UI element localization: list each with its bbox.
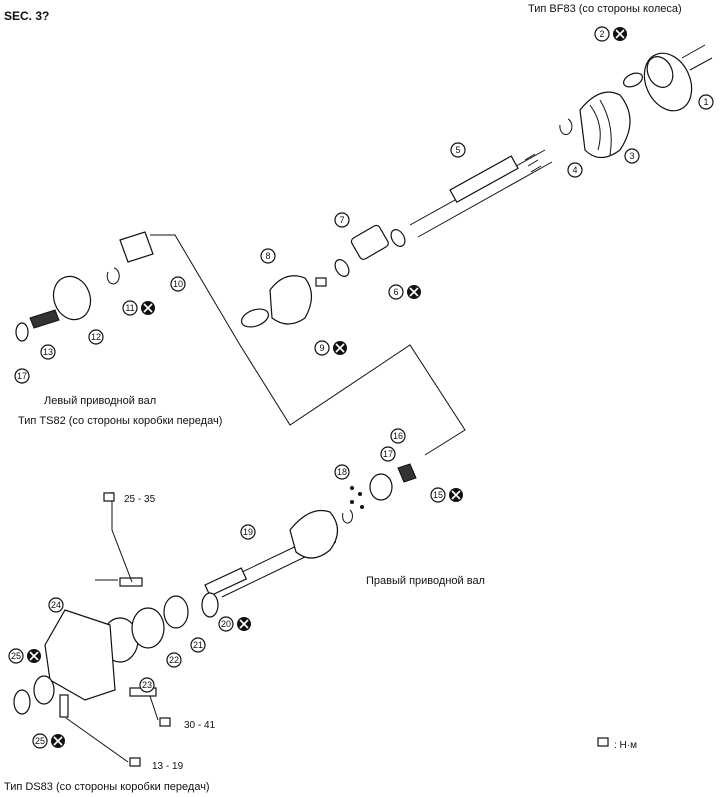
callout-circle — [139, 677, 155, 693]
title-wheel-side: Тип BF83 (со стороны колеса) — [528, 3, 682, 15]
callout-number: 3 — [629, 151, 634, 161]
callout-circle — [594, 26, 610, 42]
callout-group: 1234567891011121317151617181920212223242… — [8, 26, 714, 749]
callout-number: 13 — [43, 347, 53, 357]
callout-number: 5 — [455, 145, 460, 155]
replace-marker-cross — [451, 490, 461, 500]
callout-circle — [334, 212, 350, 228]
torque-wrench-icon — [129, 757, 141, 767]
callout-number: 23 — [142, 680, 152, 690]
callout-circle — [260, 248, 276, 264]
title-left-shaft: Левый приводной вал — [44, 395, 156, 407]
callout-circle — [430, 487, 446, 503]
callout-number: 1 — [703, 97, 708, 107]
callout-circle — [14, 368, 30, 384]
callout-circle — [698, 94, 714, 110]
callout-circle — [334, 464, 350, 480]
callout-number: 19 — [243, 527, 253, 537]
replace-marker-cross — [615, 29, 625, 39]
callout-circle — [166, 652, 182, 668]
callout-number: 6 — [393, 287, 398, 297]
replace-marker-cross — [239, 619, 249, 629]
callout-number: 17 — [17, 371, 27, 381]
callout-number: 21 — [193, 640, 203, 650]
callout-number: 11 — [125, 303, 134, 313]
callout-circle — [218, 616, 234, 632]
upper-assembly — [15, 44, 713, 456]
callout-number: 25 — [11, 651, 21, 661]
torque-labels: 25 - 35 30 - 41 13 - 19 : Н·м — [103, 492, 637, 772]
callout-number: 20 — [221, 619, 231, 629]
callout-circle — [390, 428, 406, 444]
callout-number: 8 — [265, 251, 270, 261]
callout-circle — [624, 148, 640, 164]
replace-marker-cross — [335, 343, 345, 353]
replace-marker-cross — [143, 303, 153, 313]
callout-number: 9 — [319, 343, 324, 353]
callout-circle — [314, 340, 330, 356]
callout-number: 7 — [339, 215, 344, 225]
callout-number: 22 — [169, 655, 179, 665]
callout-circle — [40, 344, 56, 360]
callout-number: 4 — [572, 165, 577, 175]
callout-number: 16 — [393, 431, 403, 441]
replace-marker-cross — [409, 287, 419, 297]
torque-wrench-icon — [159, 717, 171, 727]
callout-circle — [170, 276, 186, 292]
torque-wrench-icon — [103, 492, 115, 502]
callout-circle — [240, 524, 256, 540]
torque-value-1: 25 - 35 — [124, 494, 156, 505]
callout-number: 17 — [383, 449, 393, 459]
callout-circle — [388, 284, 404, 300]
callout-circle — [8, 648, 24, 664]
title-right-shaft: Правый приводной вал — [366, 575, 485, 587]
title-left-gearbox: Тип TS82 (со стороны коробки передач) — [18, 415, 222, 427]
torque-wrench-icon — [597, 737, 609, 747]
callout-circle — [32, 733, 48, 749]
callout-number: 25 — [35, 736, 45, 746]
callout-number: 12 — [91, 332, 101, 342]
title-right-gearbox: Тип DS83 (со стороны коробки передач) — [4, 781, 210, 793]
callout-number: 2 — [599, 29, 604, 39]
callout-number: 10 — [173, 279, 183, 289]
section-label: SEC. 3? — [4, 9, 49, 23]
callout-circle — [380, 446, 396, 462]
callout-circle — [450, 142, 466, 158]
replace-marker-cross — [53, 736, 63, 746]
callout-circle — [190, 637, 206, 653]
callout-number: 24 — [51, 600, 61, 610]
callout-circle — [88, 329, 104, 345]
replace-marker-cross — [29, 651, 39, 661]
callout-circle — [122, 300, 138, 316]
callout-circle — [48, 597, 64, 613]
lower-assembly — [13, 463, 417, 763]
callout-number: 15 — [433, 490, 443, 500]
torque-value-3: 13 - 19 — [152, 761, 184, 772]
callout-number: 18 — [337, 467, 347, 477]
callout-circle — [567, 162, 583, 178]
torque-value-2: 30 - 41 — [184, 720, 216, 731]
torque-legend: : Н·м — [614, 740, 637, 751]
